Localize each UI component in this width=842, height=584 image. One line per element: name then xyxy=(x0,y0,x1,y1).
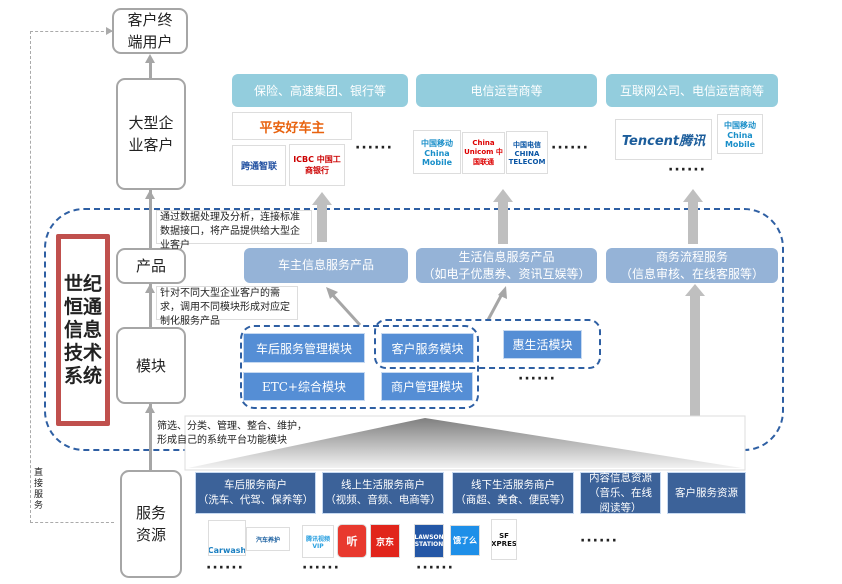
product-sublabel: （信息审核、在线客服等） xyxy=(619,266,764,281)
jd-logo: 京东 xyxy=(370,524,400,558)
ellipsis: ······ xyxy=(302,560,340,576)
resource-sublabel: （洗车、代驾、保养等） xyxy=(197,494,314,506)
arrow-head-icon xyxy=(145,284,155,293)
resource-label: 客户服务资源 xyxy=(675,486,738,499)
product-car-owner: 车主信息服务产品 xyxy=(244,248,408,283)
resource-sublabel: （商超、美食、便民等） xyxy=(455,494,571,506)
resource-label: 内容信息资源 xyxy=(589,471,652,484)
product-label: 车主信息服务产品 xyxy=(277,258,374,272)
china-telecom-logo: 中国电信 CHINA TELECOM xyxy=(506,131,548,174)
module-merchant-mgmt: 商户管理模块 xyxy=(381,372,473,401)
ellipsis: ······ xyxy=(355,140,393,156)
ellipsis: ······ xyxy=(518,371,556,387)
resource-label: 线下生活服务商户 xyxy=(471,479,555,491)
ellipsis: ······ xyxy=(551,140,589,156)
product-business-process: 商务流程服务 （信息审核、在线客服等） xyxy=(606,248,778,283)
product-life-info: 生活信息服务产品 （如电子优惠券、资讯互娱等） xyxy=(416,248,597,283)
arrow-head-icon xyxy=(145,54,155,63)
resource-content: 内容信息资源 （音乐、在线阅读等） xyxy=(580,472,661,514)
tencent-logo: Tencent腾讯 xyxy=(615,119,712,160)
eleme-logo: 饿了么 xyxy=(450,525,480,556)
resource-label: 车后服务商户 xyxy=(224,479,287,491)
pingan-logo: 平安好车主 xyxy=(232,112,352,140)
resource-customer-service: 客户服务资源 xyxy=(667,472,746,514)
arrow-head-icon xyxy=(683,189,703,202)
ellipsis: ······ xyxy=(416,560,454,576)
note-product-to-enterprise: 通过数据处理及分析，连接标准数据接口，将产品提供给大型企业客户 xyxy=(156,210,312,251)
resource-online-life: 线上生活服务商户 （视频、音频、电商等） xyxy=(322,472,444,514)
resource-box: 服务资源 xyxy=(120,470,182,578)
ting-logo: 听 xyxy=(337,524,367,558)
china-mobile-logo: 中国移动 China Mobile xyxy=(717,114,763,154)
tencent-video-logo: 腾讯视频VIP xyxy=(302,525,334,558)
note-resource-to-module: 筛选、分类、管理、整合、维护，形成自己的系统平台功能模块 xyxy=(157,421,307,446)
resource-sublabel: （视频、音频、电商等） xyxy=(325,494,441,506)
china-unicom-logo: China Unicom 中国联通 xyxy=(462,132,505,174)
arrow-line xyxy=(688,202,698,244)
product-label: 生活信息服务产品 xyxy=(458,249,555,264)
direct-service-line xyxy=(30,31,114,523)
arrow-head-icon xyxy=(685,284,705,296)
sf-express-logo: SF EXPRESS xyxy=(491,519,517,560)
car-care-logo: 汽车养护 xyxy=(246,527,290,551)
arrow-line xyxy=(486,291,505,321)
module-hui-life: 惠生活模块 xyxy=(503,330,582,359)
ellipsis: ······ xyxy=(668,162,706,178)
customer-group-3: 互联网公司、电信运营商等 xyxy=(606,74,778,107)
arrow-line xyxy=(498,202,508,244)
end-user-box: 客户终端用户 xyxy=(112,8,188,54)
arrow-line xyxy=(328,290,362,327)
arrow-head-icon xyxy=(493,189,513,202)
arrow-line xyxy=(317,204,327,242)
direct-service-label: 直接服务 xyxy=(34,468,44,511)
carwash-logo: Carwash xyxy=(208,520,246,556)
product-label: 商务流程服务 xyxy=(655,249,728,264)
system-title: 世纪恒通信息技术系统 xyxy=(63,272,102,387)
resource-label: 线上生活服务商户 xyxy=(341,479,425,491)
resource-after-sales: 车后服务商户 （洗车、代驾、保养等） xyxy=(195,472,316,514)
module-etc: ETC+综合模块 xyxy=(243,372,365,401)
module-after-sales: 车后服务管理模块 xyxy=(243,333,365,363)
arrow-head-icon xyxy=(498,286,507,299)
ellipsis: ······ xyxy=(580,533,618,549)
product-sublabel: （如电子优惠券、资讯互娱等） xyxy=(422,266,591,281)
kuatong-logo: 跨通智联 xyxy=(232,145,286,186)
lawson-logo: LAWSON STATION xyxy=(414,524,444,558)
product-box: 产品 xyxy=(116,248,186,284)
module-customer-service: 客户服务模块 xyxy=(381,333,474,363)
customer-group-1: 保险、高速集团、银行等 xyxy=(232,74,408,107)
resource-offline-life: 线下生活服务商户 （商超、美食、便民等） xyxy=(452,472,574,514)
arrow-head-icon xyxy=(312,192,332,205)
customer-group-2: 电信运营商等 xyxy=(416,74,597,107)
arrow-head-icon xyxy=(145,190,155,199)
funnel-triangle xyxy=(188,418,742,468)
china-mobile-logo: 中国移动 China Mobile xyxy=(413,130,461,174)
ellipsis: ······ xyxy=(206,560,244,576)
module-group-2 xyxy=(374,319,601,369)
module-box: 模块 xyxy=(116,327,186,404)
arrow-head-icon xyxy=(106,27,113,35)
icbc-logo: ICBC 中国工商银行 xyxy=(289,144,345,186)
arrow-line xyxy=(690,294,700,470)
arrow-head-icon xyxy=(145,404,155,413)
arrow-head-icon xyxy=(326,287,338,299)
system-title-box: 世纪恒通信息技术系统 xyxy=(56,234,110,426)
resource-sublabel: （音乐、在线阅读等） xyxy=(589,486,652,514)
enterprise-box: 大型企业客户 xyxy=(116,78,186,190)
note-module-to-product: 针对不同大型企业客户的需求，调用不同模块形成对应定制化服务产品 xyxy=(156,286,298,327)
